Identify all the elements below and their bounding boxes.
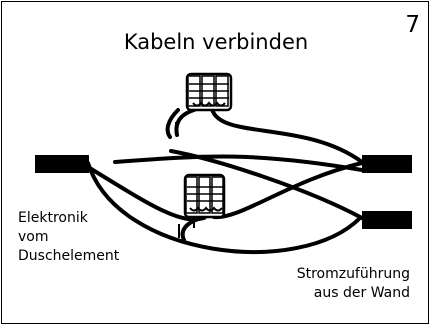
wire-lower-connector-left — [180, 215, 207, 242]
right-cable-end-top — [362, 155, 412, 173]
wire-top-crossing — [169, 149, 364, 220]
right-cable-end-bottom — [362, 211, 412, 229]
diagram-title: Kabeln verbinden — [123, 30, 309, 54]
wire-to-lower-connector — [113, 154, 364, 172]
left-label-line-1: Elektronik — [18, 210, 88, 226]
right-label-line-2: aus der Wand — [313, 285, 410, 301]
left-label-line-2: vom — [18, 229, 49, 245]
right-label: Stromzuführung aus der Wand — [297, 265, 410, 303]
wire-entry-marks — [175, 122, 195, 238]
left-cable-end — [35, 155, 89, 173]
left-label-line-3: Duschelement — [18, 248, 120, 264]
right-label-line-1: Stromzuführung — [296, 266, 410, 282]
left-label: Elektronik vom Duschelement — [18, 209, 119, 266]
lower-wago-connector — [183, 173, 226, 219]
wire-left-long — [86, 161, 362, 254]
wire-top-left-strand — [165, 108, 180, 139]
wire-top-connector-right — [210, 107, 364, 164]
top-wago-connector — [185, 72, 233, 112]
wire-top-connector-left — [174, 108, 196, 137]
page-number: 7 — [405, 12, 420, 38]
